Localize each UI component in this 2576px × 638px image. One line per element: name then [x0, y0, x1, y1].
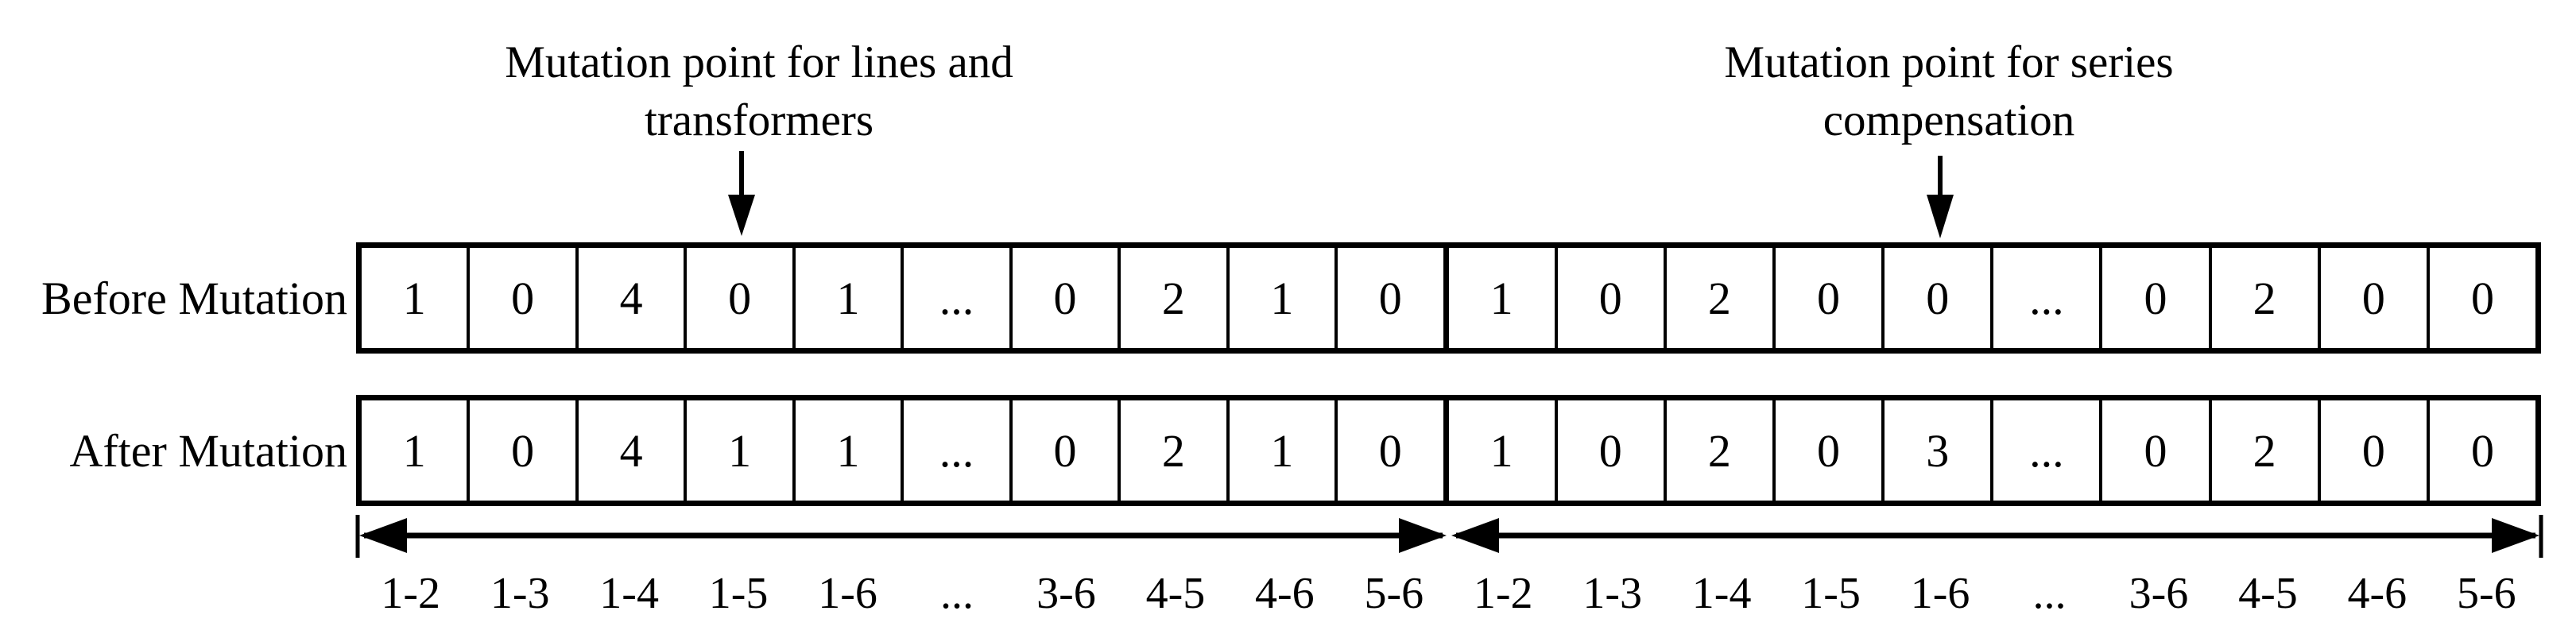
gene-cell-ellipsis: ... [1990, 400, 2099, 501]
gene-cell: 2 [1118, 248, 1226, 348]
segment-series-compensation: 1 0 2 0 3 ... 0 2 0 0 [1448, 395, 2541, 506]
right-arrowhead-icon [2492, 518, 2539, 553]
gene-cell: 0 [1772, 400, 1881, 501]
chromosome-row-after: 1 0 4 1 1 ... 0 2 1 0 1 0 2 0 3 ... 0 2 … [356, 395, 2541, 506]
branch-axis-labels: 1-2 1-3 1-4 1-5 1-6 ... 3-6 4-5 4-6 5-6 … [356, 567, 2541, 620]
down-arrowhead-icon [1927, 195, 1954, 238]
gene-cell: 2 [1118, 400, 1226, 501]
branch-label: 5-6 [2456, 569, 2516, 618]
row-label-before-mutation: Before Mutation [41, 273, 347, 324]
gene-cell: 2 [2208, 248, 2318, 348]
branch-label: 4-6 [1255, 569, 1315, 618]
gene-cell: 2 [1663, 248, 1772, 348]
branch-label: 1-3 [490, 569, 550, 618]
gene-cell: 0 [2317, 400, 2427, 501]
chromosome-row-before: 1 0 4 0 1 ... 0 2 1 0 1 0 2 0 0 ... 0 2 … [356, 242, 2541, 354]
gene-cell: 0 [2099, 400, 2208, 501]
gene-cell: 2 [1663, 400, 1772, 501]
segment-lines-transformers: 1 0 4 1 1 ... 0 2 1 0 [356, 395, 1449, 506]
gene-cell: 1 [402, 272, 426, 324]
gene-cell: 0 [1554, 248, 1664, 348]
gene-cell-mutation-point: 0 [1881, 248, 1990, 348]
gene-cell: 0 [2317, 248, 2427, 348]
gene-cell-ellipsis: ... [901, 400, 1009, 501]
gene-cell: 1 [792, 248, 901, 348]
gene-cell: 0 [1334, 400, 1443, 501]
branch-label: 1-4 [599, 569, 659, 618]
gene-cell: 0 [2099, 248, 2208, 348]
gene-cell: 0 [2426, 248, 2535, 348]
left-arrowhead-icon [359, 518, 407, 553]
gene-cell-mutation-point: 0 [684, 248, 792, 348]
branch-label: 1-6 [1910, 569, 1970, 618]
branch-label: 1-2 [1473, 569, 1533, 618]
gene-cell: 1 [1489, 272, 1513, 324]
gene-cell: 0 [1772, 248, 1881, 348]
gene-cell: 4 [575, 248, 684, 348]
gene-cell: 1 [1489, 424, 1513, 477]
gene-cell: 2 [2208, 400, 2318, 501]
branch-label: 1-5 [1801, 569, 1861, 618]
annotation-series-compensation: Mutation point for series compensation [1631, 33, 2267, 149]
annotation-line: Mutation point for lines and [505, 37, 1013, 87]
gene-cell-ellipsis: ... [1990, 248, 2099, 348]
branch-label: 1-3 [1582, 569, 1642, 618]
gene-cell: 1 [792, 400, 901, 501]
row-label-after-mutation: After Mutation [69, 425, 347, 477]
gene-cell: 4 [575, 400, 684, 501]
gene-cell: 1 [1226, 248, 1334, 348]
annotation-line: Mutation point for series [1724, 37, 2174, 87]
gene-cell: 0 [1009, 248, 1118, 348]
branch-label: 5-6 [1364, 569, 1424, 618]
annotation-line: transformers [644, 95, 874, 145]
gene-cell: 0 [467, 400, 575, 501]
right-arrowhead-icon [1399, 518, 1447, 553]
branch-label-ellipsis: ... [939, 569, 974, 618]
branch-label: 4-5 [2238, 569, 2298, 618]
gene-cell: 0 [1334, 248, 1443, 348]
gene-cell: 0 [467, 248, 575, 348]
branch-label: 4-6 [2347, 569, 2407, 618]
segment-series-compensation: 1 0 2 0 0 ... 0 2 0 0 [1448, 242, 2541, 354]
down-arrowhead-icon [728, 195, 755, 236]
branch-label: 1-6 [818, 569, 877, 618]
left-arrowhead-icon [1451, 518, 1499, 553]
gene-cell-ellipsis: ... [901, 248, 1009, 348]
segment-lines-transformers: 1 0 4 0 1 ... 0 2 1 0 [356, 242, 1449, 354]
gene-cell: 1 [1226, 400, 1334, 501]
annotation-lines-transformers: Mutation point for lines and transformer… [441, 33, 1077, 149]
axis-segment-lines-transformers: 1-2 1-3 1-4 1-5 1-6 ... 3-6 4-5 4-6 5-6 [356, 567, 1449, 620]
axis-segment-series-compensation: 1-2 1-3 1-4 1-5 1-6 ... 3-6 4-5 4-6 5-6 [1449, 567, 2542, 620]
branch-label: 3-6 [1036, 569, 1096, 618]
branch-label-ellipsis: ... [2032, 569, 2067, 618]
gene-cell: 0 [2426, 400, 2535, 501]
gene-cell: 0 [1009, 400, 1118, 501]
gene-cell-mutated: 3 [1881, 400, 1990, 501]
branch-label: 1-5 [708, 569, 769, 618]
branch-label: 1-2 [381, 569, 441, 618]
gene-cell: 0 [1554, 400, 1664, 501]
annotation-line: compensation [1823, 95, 2075, 145]
branch-label: 3-6 [2129, 569, 2189, 618]
branch-label: 4-5 [1145, 569, 1206, 618]
gene-cell-mutated: 1 [684, 400, 792, 501]
branch-label: 1-4 [1691, 569, 1752, 618]
gene-cell: 1 [402, 424, 426, 477]
